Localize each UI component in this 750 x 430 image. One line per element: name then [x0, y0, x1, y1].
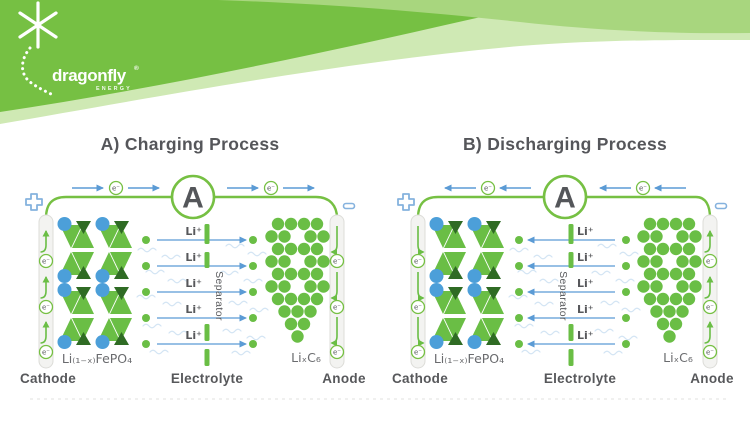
cathode-current-collector: e⁻ e⁻ e⁻	[38, 214, 54, 369]
svg-text:e⁻: e⁻	[42, 258, 50, 266]
svg-text:e⁻: e⁻	[333, 349, 341, 357]
cathode-formula: Li₍₁₋ₓ₎FePO₄	[62, 351, 132, 366]
svg-text:e⁻: e⁻	[639, 185, 647, 193]
separator: Separator	[204, 224, 225, 366]
brand-subtitle: ENERGY	[96, 86, 132, 92]
svg-text:Li⁺: Li⁺	[185, 329, 202, 342]
header-dark-band	[0, 0, 552, 112]
svg-text:e⁻: e⁻	[267, 185, 275, 193]
cathode-formula: Li₍₁₋ₓ₎FePO₄	[434, 351, 504, 366]
header-light-band	[218, 0, 750, 34]
dragonfly-logo: dragonfly ® ENERGY	[18, 1, 139, 98]
electron-icon: e⁻ e⁻ e⁻	[38, 253, 54, 360]
electrolyte-label: Electrolyte	[171, 371, 244, 386]
diagram-charging: A) Charging Process e⁻ e⁻ A	[20, 134, 366, 386]
electron-icon: e⁻ e⁻ e⁻	[410, 253, 426, 360]
svg-text:e⁻: e⁻	[414, 304, 422, 312]
dragonfly-logo-trail	[21, 46, 57, 98]
svg-text:A: A	[182, 182, 204, 215]
svg-text:e⁻: e⁻	[414, 258, 422, 266]
li-ion-flow: Li⁺ Li⁺ Li⁺ Li⁺ Li⁺	[515, 225, 630, 348]
svg-text:Li⁺: Li⁺	[185, 251, 202, 264]
anode-formula: LiₓC₆	[291, 350, 321, 365]
electrolyte-solvent-squiggles	[509, 244, 640, 355]
minus-terminal-icon	[342, 202, 356, 210]
svg-text:A: A	[554, 182, 576, 215]
svg-text:Li⁺: Li⁺	[577, 303, 594, 316]
svg-text:e⁻: e⁻	[706, 258, 714, 266]
svg-text:Li⁺: Li⁺	[185, 277, 202, 290]
svg-text:e⁻: e⁻	[42, 349, 50, 357]
svg-text:e⁻: e⁻	[706, 349, 714, 357]
electron-icon: e⁻	[480, 180, 496, 196]
electrolyte-label: Electrolyte	[544, 371, 617, 386]
circuit-wire	[587, 195, 712, 219]
svg-text:e⁻: e⁻	[484, 185, 492, 193]
svg-text:Li⁺: Li⁺	[185, 225, 202, 238]
separator: Separator	[557, 224, 574, 366]
electron-icon: e⁻	[263, 180, 279, 196]
svg-text:Li⁺: Li⁺	[577, 251, 594, 264]
svg-text:Li⁺: Li⁺	[577, 225, 594, 238]
svg-text:e⁻: e⁻	[333, 304, 341, 312]
dragonfly-logo-star-icon	[18, 1, 58, 49]
anode-formula: LiₓC₆	[663, 350, 693, 365]
circuit-wire	[44, 195, 171, 219]
svg-text:e⁻: e⁻	[706, 304, 714, 312]
svg-text:Li⁺: Li⁺	[577, 329, 594, 342]
svg-text:Separator: Separator	[213, 271, 225, 321]
electron-icon: e⁻ e⁻ e⁻	[702, 253, 718, 360]
li-ion-flow: Li⁺ Li⁺ Li⁺ Li⁺ Li⁺	[142, 225, 257, 348]
svg-text:e⁻: e⁻	[414, 349, 422, 357]
anode-label: Anode	[690, 371, 734, 386]
minus-terminal-icon	[714, 202, 728, 210]
plus-terminal-icon	[25, 193, 43, 211]
cathode-label: Cathode	[392, 371, 448, 386]
anode-graphite-structure	[637, 217, 702, 343]
discharging-title: B) Discharging Process	[463, 134, 667, 154]
svg-text:e⁻: e⁻	[112, 185, 120, 193]
anode-current-collector: e⁻ e⁻ e⁻	[702, 214, 718, 369]
ammeter-icon: A	[170, 174, 216, 220]
diagram-discharging: B) Discharging Process e⁻ e⁻ A	[392, 134, 734, 386]
ammeter-icon: A	[542, 174, 588, 220]
svg-text:Li⁺: Li⁺	[185, 303, 202, 316]
anode-current-collector: e⁻ e⁻ e⁻	[329, 214, 345, 369]
electron-icon: e⁻	[108, 180, 124, 196]
electron-icon: e⁻	[635, 180, 651, 196]
anode-graphite-structure	[265, 217, 330, 343]
brand-name: dragonfly	[52, 66, 127, 85]
svg-text:Li⁺: Li⁺	[577, 277, 594, 290]
charging-title: A) Charging Process	[101, 134, 280, 154]
brand-registered-mark: ®	[134, 64, 139, 72]
circuit-wire	[416, 195, 543, 219]
plus-terminal-icon	[397, 193, 415, 211]
cathode-crystal-structure	[430, 217, 505, 349]
circuit-wire	[215, 195, 339, 219]
svg-text:e⁻: e⁻	[42, 304, 50, 312]
svg-text:Separator: Separator	[557, 271, 569, 321]
cathode-current-collector: e⁻ e⁻ e⁻	[410, 214, 426, 369]
cathode-label: Cathode	[20, 371, 76, 386]
electron-icon: e⁻ e⁻ e⁻	[329, 253, 345, 360]
anode-label: Anode	[322, 371, 366, 386]
cathode-crystal-structure	[58, 217, 133, 349]
svg-text:e⁻: e⁻	[333, 258, 341, 266]
electrolyte-solvent-squiggles	[137, 244, 268, 355]
header-banner: dragonfly ® ENERGY	[0, 0, 750, 124]
